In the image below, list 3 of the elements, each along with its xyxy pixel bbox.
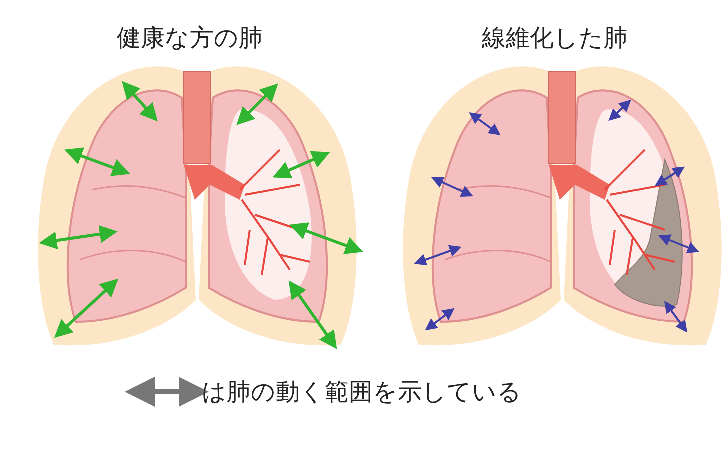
lung-heading: 健康な方の肺 <box>117 23 263 54</box>
lung-heading: 線維化した肺 <box>482 23 628 54</box>
legend-text: は肺の動く範囲を示している <box>202 377 522 408</box>
